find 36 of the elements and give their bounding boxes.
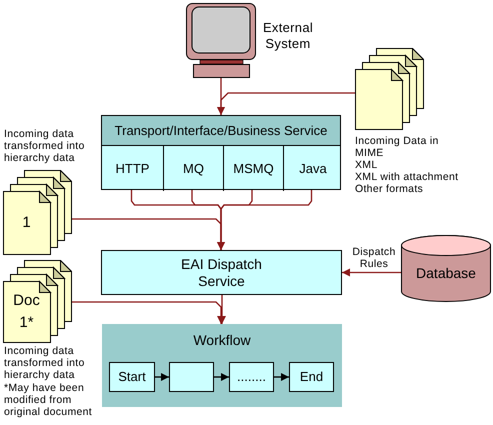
note-text: XML with attachment — [355, 171, 460, 183]
process-box — [169, 362, 214, 392]
arrow — [217, 92, 355, 115]
panel-title: Workflow — [192, 332, 252, 348]
process-box — [229, 362, 274, 392]
node-label: EAI Dispatch Service — [180, 256, 263, 290]
arrow — [214, 373, 229, 381]
node-label: End — [300, 369, 324, 385]
node-label: Database — [416, 265, 476, 282]
protocol-cell: Java — [283, 146, 342, 191]
edge-label: Dispatch Rules — [351, 246, 397, 270]
process-box — [289, 362, 334, 392]
node-label: Doc 1* — [12, 290, 41, 332]
protocol-cell: MSMQ — [223, 146, 283, 191]
arrow — [274, 373, 289, 381]
arrow — [155, 373, 169, 381]
note-text: MIME — [355, 147, 385, 159]
arrow — [72, 218, 225, 250]
node-label: Start — [118, 369, 146, 385]
protocol-cell: HTTP — [102, 146, 163, 191]
node-label: 1 — [22, 212, 31, 233]
process-box — [101, 250, 342, 295]
box-header: Transport/Interface/Business Service — [102, 116, 340, 146]
arrow — [342, 268, 401, 276]
note-text: Incoming data transformed into hierarchy data — [4, 345, 86, 381]
workflow-panel — [102, 324, 342, 407]
note-text: Incoming Data in — [355, 135, 440, 147]
process-box — [109, 362, 155, 392]
service-box — [101, 115, 341, 190]
note-text: XML — [355, 159, 378, 171]
system-caption: External System — [262, 20, 314, 52]
protocol-cell: MQ — [163, 146, 223, 191]
note-text: Other formats — [355, 183, 424, 195]
note-text: *May have been modified from original document — [4, 382, 93, 418]
note-text: Incoming data transformed into hierarchy data — [4, 128, 86, 164]
node-label: ........ — [237, 369, 266, 385]
